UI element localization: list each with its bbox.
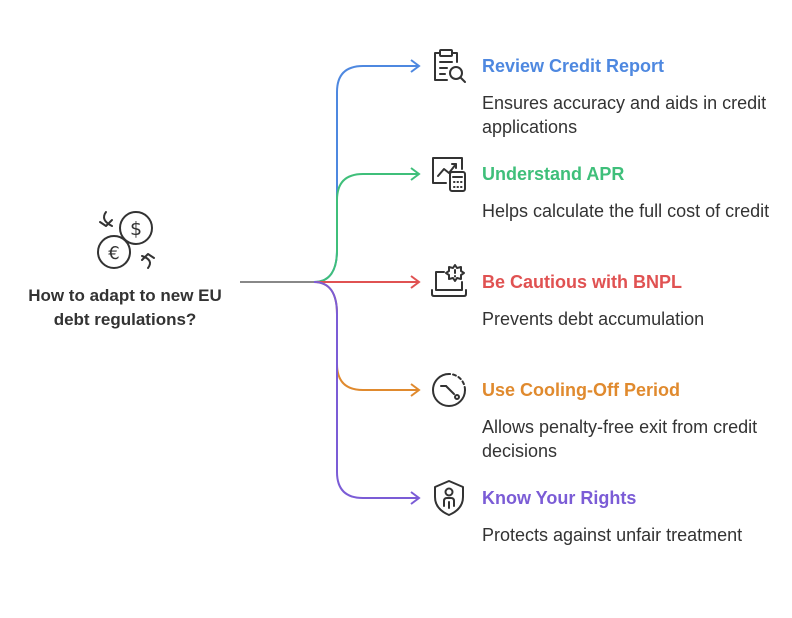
svg-text:$: $ bbox=[130, 218, 142, 240]
arrowhead-review-credit-report bbox=[410, 59, 421, 73]
branch-title-review-credit-report: Review Credit Report bbox=[482, 56, 665, 76]
connector-know-your-rights bbox=[313, 281, 418, 499]
shield-person-icon bbox=[434, 480, 464, 516]
branch-desc-review-credit-report: Ensures accuracy and aids in credit appl… bbox=[482, 93, 767, 137]
arrowhead-cooling-off bbox=[410, 383, 421, 397]
branch-desc-know-your-rights: Protects against unfair treatment bbox=[482, 525, 743, 545]
clipboard-search-icon bbox=[434, 49, 466, 83]
arrowhead-understand-apr bbox=[410, 167, 421, 181]
branch-title-know-your-rights: Know Your Rights bbox=[482, 488, 637, 508]
branch-desc-understand-apr: Helps calculate the full cost of credit bbox=[482, 201, 770, 221]
branch-desc-be-cautious-with-bnpl: Prevents debt accumulation bbox=[482, 309, 705, 329]
chart-calculator-icon bbox=[432, 157, 466, 192]
branch-title-be-cautious-with-bnpl: Be Cautious with BNPL bbox=[482, 272, 683, 292]
svg-text:€: € bbox=[108, 243, 119, 264]
branch-desc-use-cooling-off-period: Allows penalty-free exit from credit dec… bbox=[482, 417, 758, 461]
currency-exchange-icon: $ € bbox=[97, 211, 155, 269]
arrowhead-know-your-rights bbox=[410, 491, 421, 505]
laptop-alert-icon bbox=[431, 264, 467, 297]
connector-understand-apr bbox=[313, 173, 418, 283]
timer-icon bbox=[432, 373, 466, 407]
connector-cooling-off bbox=[313, 281, 418, 391]
branch-title-use-cooling-off-period: Use Cooling-Off Period bbox=[482, 380, 680, 400]
arrowhead-bnpl bbox=[410, 275, 421, 289]
central-topic-label: How to adapt to new EU debt regulations? bbox=[28, 286, 222, 329]
branch-title-understand-apr: Understand APR bbox=[482, 164, 625, 184]
